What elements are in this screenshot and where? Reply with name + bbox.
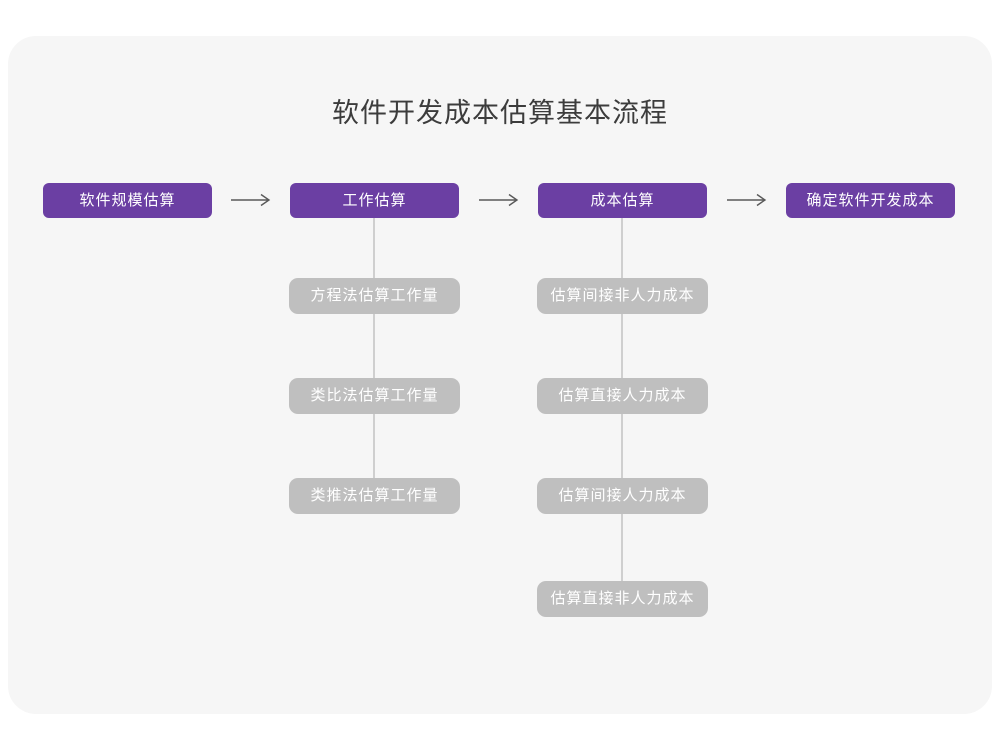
- substep-extrapolation-method: 类推法估算工作量: [289, 478, 460, 514]
- flow-node-work-estimation: 工作估算: [290, 183, 459, 218]
- substep-direct-nonlabor-cost: 估算直接非人力成本: [537, 581, 708, 617]
- arrow-right-icon: [231, 193, 271, 207]
- substep-analogy-method: 类比法估算工作量: [289, 378, 460, 414]
- substep-equation-method: 方程法估算工作量: [289, 278, 460, 314]
- flow-node-cost-estimation: 成本估算: [538, 183, 707, 218]
- page-title: 软件开发成本估算基本流程: [332, 98, 668, 128]
- flow-node-determine-dev-cost: 确定软件开发成本: [786, 183, 955, 218]
- connector-line-work-estimation: [373, 218, 375, 496]
- diagram-panel: [8, 36, 992, 714]
- arrow-right-icon: [479, 193, 519, 207]
- substep-indirect-labor-cost: 估算间接人力成本: [537, 478, 708, 514]
- arrow-right-icon: [727, 193, 767, 207]
- substep-direct-labor-cost: 估算直接人力成本: [537, 378, 708, 414]
- substep-indirect-nonlabor-cost: 估算间接非人力成本: [537, 278, 708, 314]
- flow-node-software-scale-estimation: 软件规模估算: [43, 183, 212, 218]
